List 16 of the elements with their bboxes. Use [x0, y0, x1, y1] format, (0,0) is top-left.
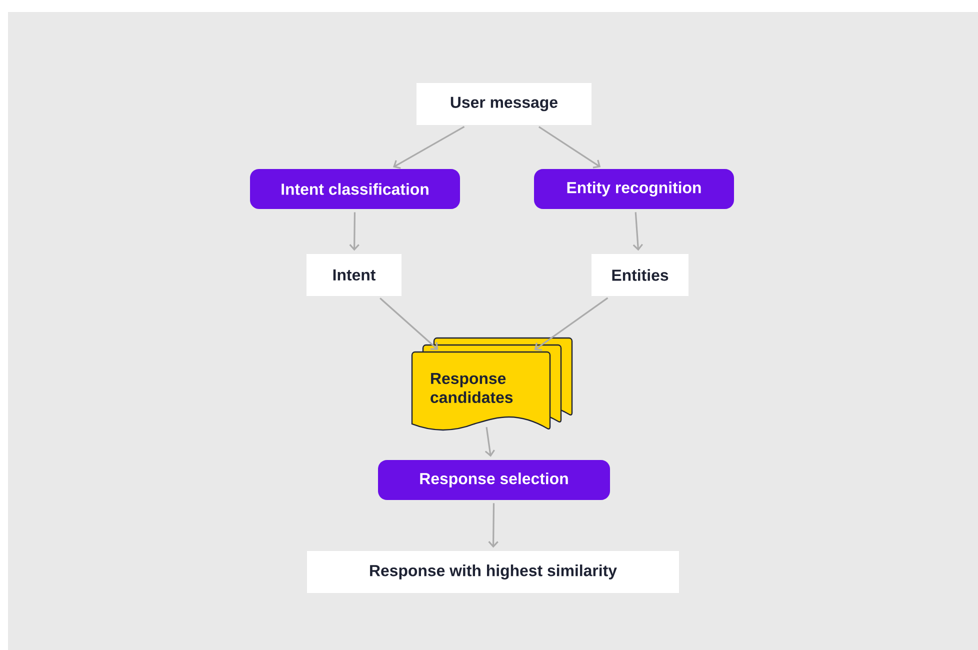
document-stack: Response candidates	[411, 337, 573, 431]
process-box: Response selection	[378, 460, 610, 500]
process-box: Intent classification	[250, 169, 460, 209]
arrow	[484, 427, 495, 457]
text-box: Entities	[592, 254, 688, 296]
text-box: Response with highest similarity	[307, 551, 679, 593]
text-box: Intent	[306, 254, 402, 296]
arrow	[538, 126, 601, 168]
process-box: Entity recognition	[534, 169, 734, 209]
text-box: User message	[416, 83, 592, 125]
arrow	[393, 126, 465, 169]
arrow	[632, 212, 643, 251]
arrow	[488, 503, 498, 548]
arrow	[380, 298, 438, 350]
arrow	[534, 297, 608, 351]
arrow	[349, 212, 360, 251]
